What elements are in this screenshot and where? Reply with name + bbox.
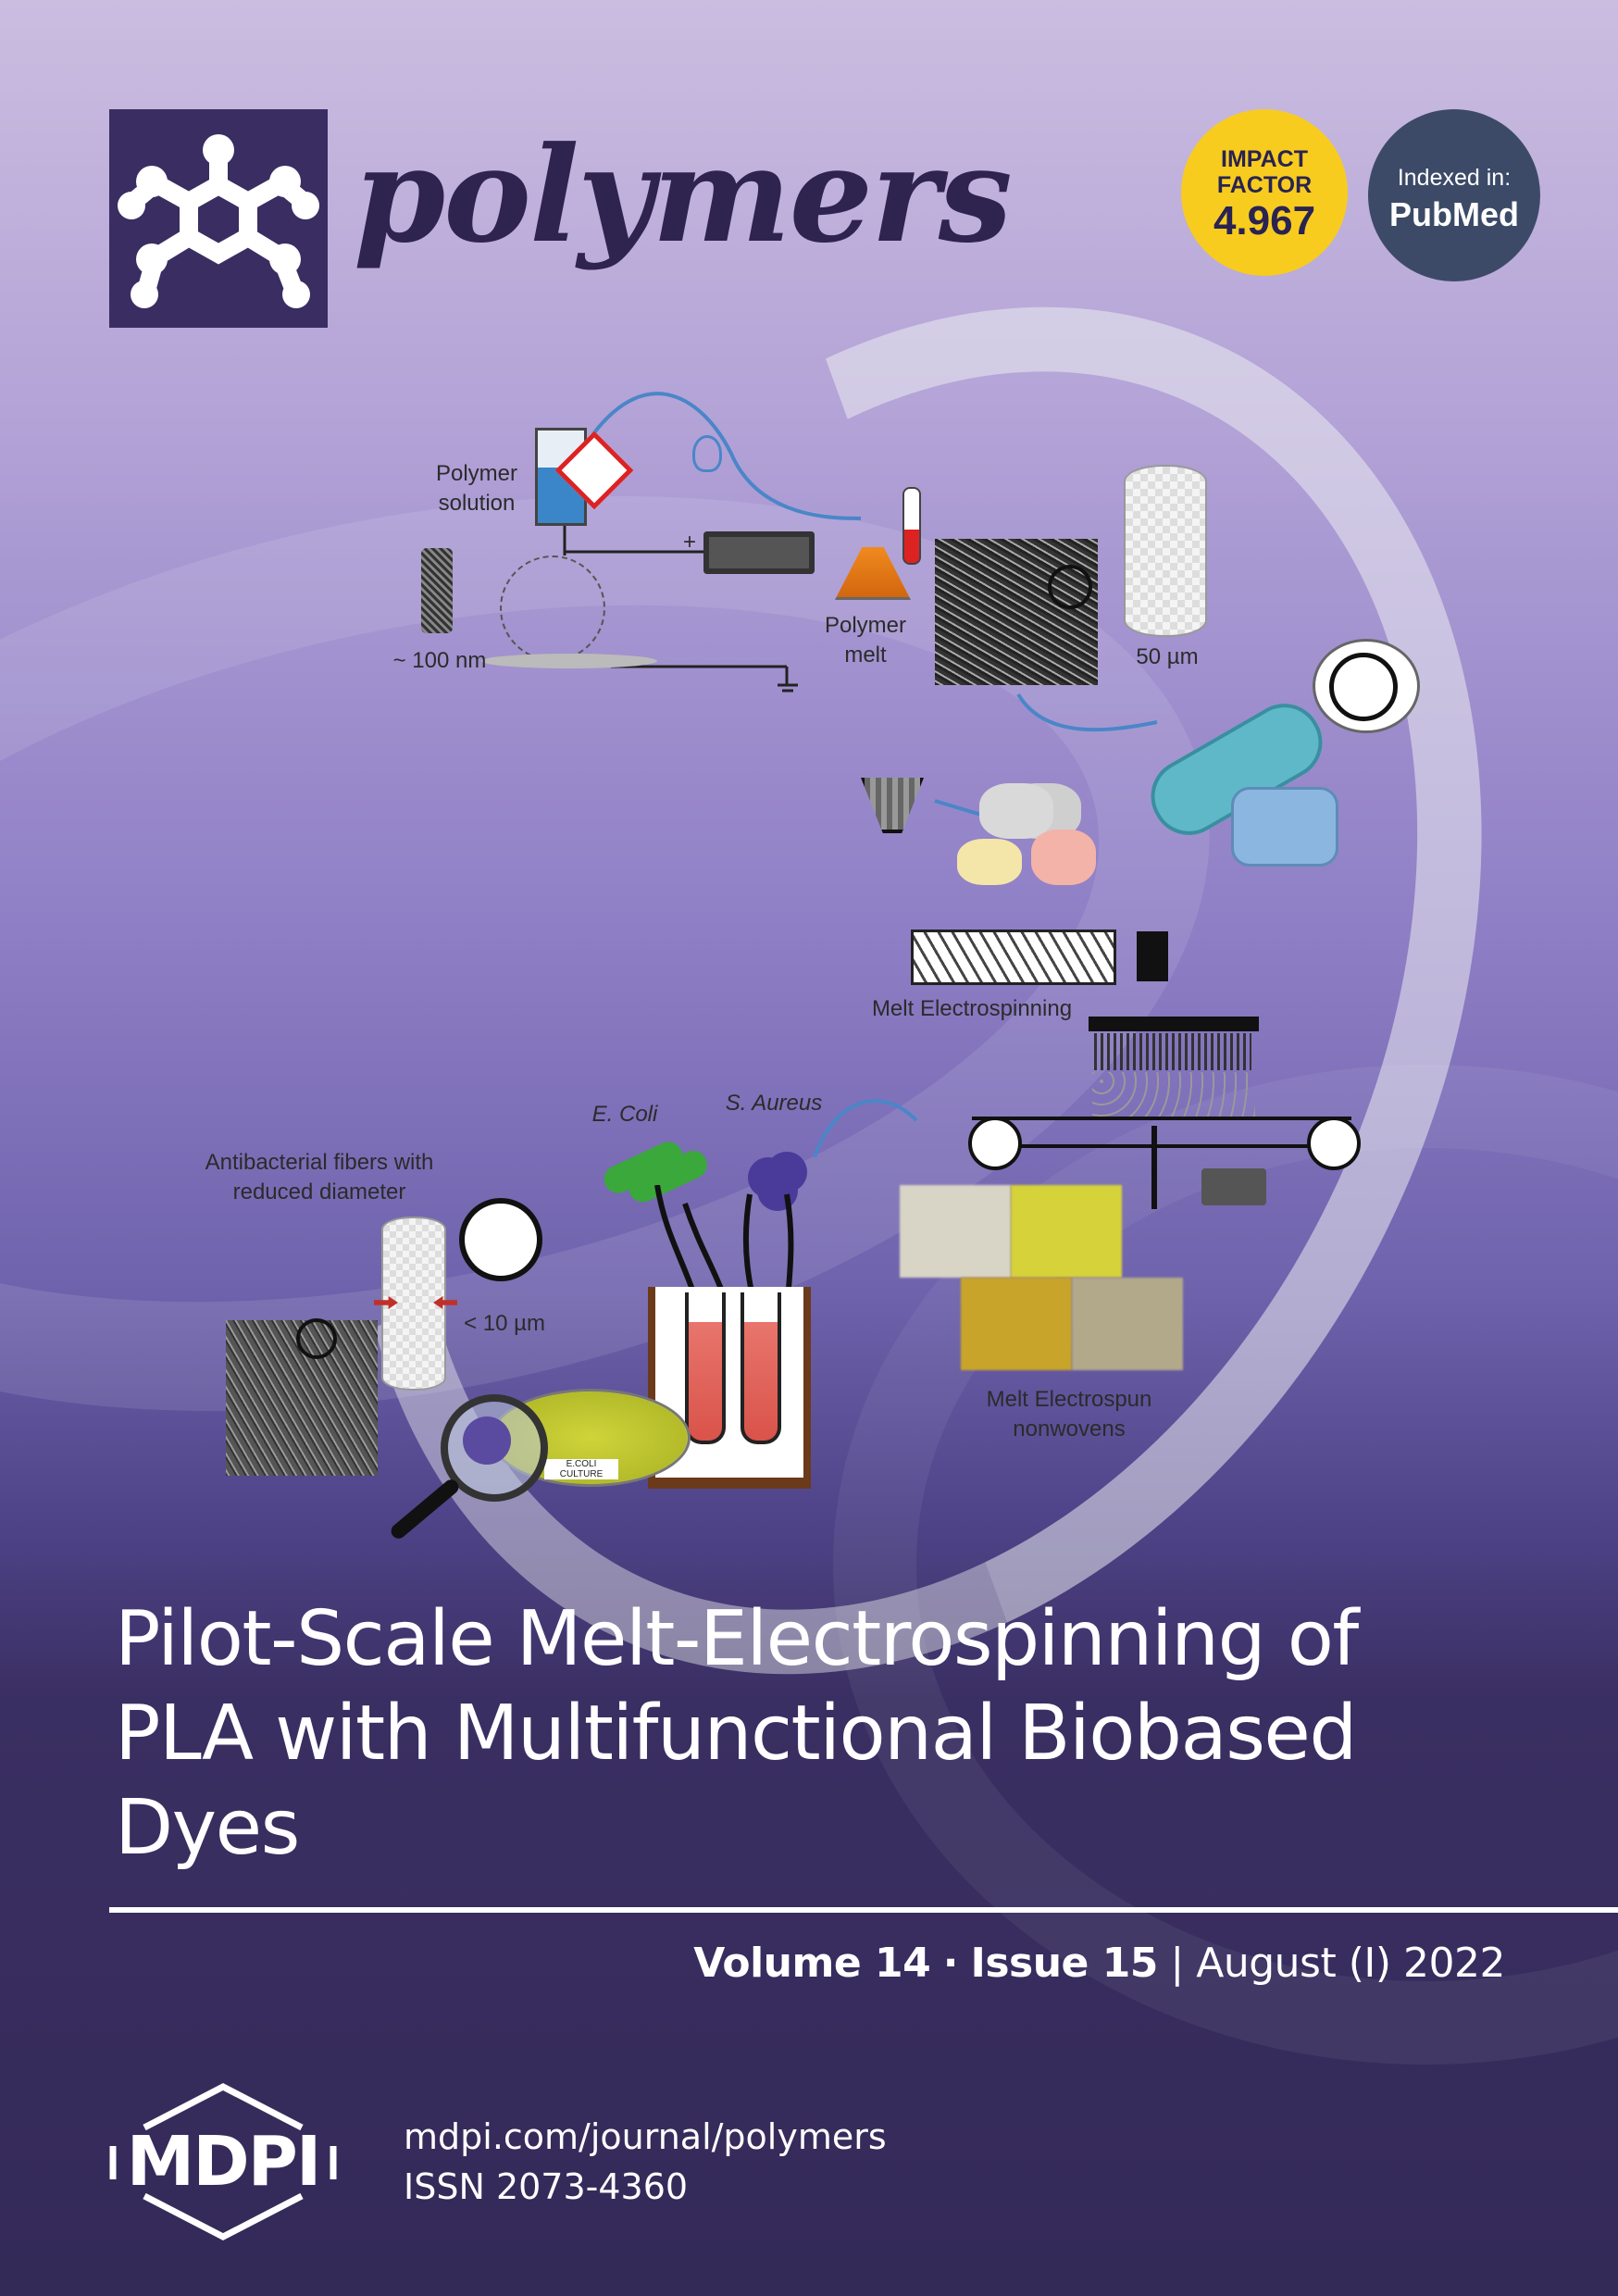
pellets-gray <box>979 783 1053 839</box>
molecule-icon <box>118 134 319 308</box>
test-tube-right <box>741 1292 781 1444</box>
label-line: Antibacterial fibers with <box>205 1150 434 1175</box>
volume-number: Volume 14 <box>693 1940 931 1987</box>
mdpi-wordmark: MDPI <box>126 2122 322 2202</box>
mdpi-logo: MDPI <box>107 2083 339 2240</box>
title-line: Pilot-Scale Melt-Electrospinning of <box>115 1595 1359 1683</box>
spinneret <box>1089 1017 1259 1031</box>
conveyor-stand <box>1151 1126 1157 1209</box>
nonwoven-sample-gold <box>961 1278 1072 1370</box>
nonwoven-sample-yellow <box>1011 1185 1122 1278</box>
label-line: Polymer <box>435 461 518 486</box>
journal-logo <box>109 109 328 328</box>
conveyor-roller-left <box>968 1117 1022 1170</box>
pellets-yellow <box>957 839 1022 885</box>
divider-bar: | <box>1170 1940 1184 1987</box>
label-e-coli: E. Coli <box>591 1102 658 1127</box>
conveyor-roller-right <box>1307 1117 1361 1170</box>
mdpi-hexagon-icon <box>109 2083 337 2240</box>
cross-out-icon <box>463 1416 511 1465</box>
nanofiber-column <box>421 548 453 633</box>
label-line: melt <box>844 643 887 668</box>
label-melt-electrospinning: Melt Electrospinning <box>871 996 1073 1021</box>
extruder-motor <box>1137 931 1168 981</box>
zoom-circle <box>296 1318 337 1359</box>
collector-plate <box>481 654 657 668</box>
fiber-coil <box>500 555 605 661</box>
title-line: Dyes <box>115 1784 300 1872</box>
title-line: PLA with Multifunctional Biobased <box>115 1690 1357 1778</box>
lightbulb-icon <box>692 435 722 472</box>
label-line: nonwovens <box>1013 1416 1126 1442</box>
label-10um: < 10 µm <box>464 1311 545 1336</box>
no-bacteria-icon <box>459 1198 542 1281</box>
journal-title: polymers <box>354 119 1013 272</box>
label-line: Melt Electrospun <box>986 1387 1152 1412</box>
issn: ISSN 2073-4360 <box>404 2166 689 2207</box>
test-tube-left <box>685 1292 726 1444</box>
conveyor-belt <box>972 1117 1351 1148</box>
label-line: Polymer <box>824 613 907 638</box>
label-100nm: ~ 100 nm <box>392 648 487 673</box>
pubmed-label: PubMed <box>1389 195 1519 233</box>
label-polymer-melt: Polymer melt <box>805 611 926 671</box>
fiber-cylinder <box>1124 465 1207 637</box>
impact-factor-value: 4.967 <box>1213 198 1316 243</box>
impact-factor-badge: IMPACT FACTOR 4.967 <box>1181 109 1348 276</box>
nonwoven-sample-beige <box>1072 1278 1183 1370</box>
pubmed-badge: Indexed in: PubMed <box>1368 109 1540 281</box>
label-50um: 50 µm <box>1136 644 1199 669</box>
connector-arrows <box>563 392 1158 1158</box>
label-nonwovens: Melt Electrospun nonwovens <box>963 1385 1176 1445</box>
impact-factor-label: IMPACT <box>1221 146 1308 172</box>
issue-number: Issue 15 <box>970 1940 1158 1987</box>
label-antibacterial-fibers: Antibacterial fibers with reduced diamet… <box>176 1148 463 1208</box>
pellets-pink <box>1031 830 1096 885</box>
divider-rule <box>109 1907 1618 1913</box>
magnifying-glass-icon <box>441 1394 548 1502</box>
impact-factor-label: FACTOR <box>1216 172 1313 198</box>
label-dish: E.COLI CULTURE <box>544 1459 618 1479</box>
zoom-circle <box>1048 565 1092 609</box>
indexed-label: Indexed in: <box>1397 165 1512 191</box>
sem-fiber-image <box>935 539 1098 685</box>
label-plus: + <box>682 530 696 555</box>
nonwoven-sample-white <box>900 1185 1011 1278</box>
graphical-abstract: Polymer solution ~ 100 nm + Polymer melt… <box>176 392 1420 1542</box>
label-s-aureus: S. Aureus <box>725 1091 823 1116</box>
label-polymer-solution: Polymer solution <box>417 459 537 519</box>
label-line: solution <box>438 491 516 517</box>
article-title: Pilot-Scale Melt-Electrospinning of PLA … <box>115 1592 1411 1876</box>
fiber-jets <box>1092 1072 1255 1118</box>
separator-dot: · <box>942 1940 959 1987</box>
power-supply-icon <box>703 531 815 574</box>
power-supply-icon <box>1201 1168 1266 1205</box>
journal-url[interactable]: mdpi.com/journal/polymers <box>404 2116 887 2157</box>
s-aureus-bacteria-icon <box>748 1157 789 1198</box>
label-line: reduced diameter <box>232 1179 406 1205</box>
thermometer-icon <box>902 487 921 565</box>
extruder-screw <box>911 930 1116 985</box>
issue-date: August (I) 2022 <box>1196 1940 1505 1987</box>
spinneret-nozzles <box>1094 1033 1251 1070</box>
no-bacteria-icon <box>1329 653 1398 721</box>
issue-info: Volume 14 · Issue 15 | August (I) 2022 <box>693 1940 1505 1987</box>
face-mask-icon <box>1231 787 1338 867</box>
